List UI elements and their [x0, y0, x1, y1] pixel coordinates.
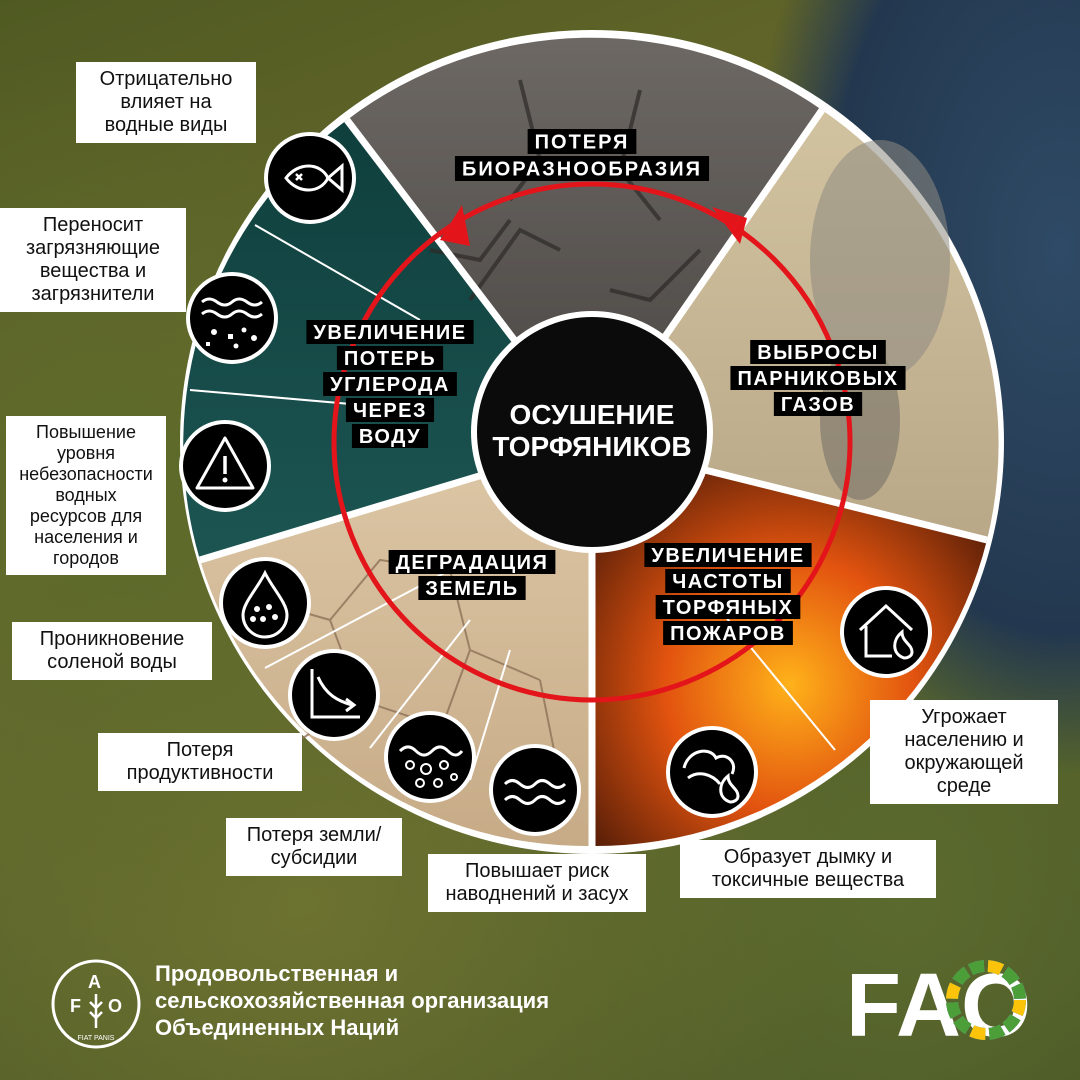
fish-icon: [264, 132, 356, 224]
segment-label-bg: [644, 543, 812, 567]
emblem-letter-o: O: [108, 996, 122, 1016]
callout-threat: Угрожает населению и окружающей среде: [870, 700, 1058, 804]
house-fire-icon: [840, 586, 932, 678]
callout-haze: Образует дымку и токсичные вещества: [680, 840, 936, 898]
segment-label-carbon-water-line5: ВОДУ: [359, 426, 421, 448]
org-name-line2: сельскохозяйственная организация: [155, 988, 550, 1013]
salt-drop-icon: [219, 557, 311, 649]
segment-label-fires-line3: ТОРФЯНЫХ: [663, 597, 794, 619]
segment-label-emissions-line1: ВЫБРОСЫ: [757, 342, 879, 364]
warning-icon: [179, 420, 271, 512]
org-name-line1: Продовольственная и: [155, 961, 399, 986]
segment-label-bg: [663, 621, 793, 645]
segment-label-bg: [750, 340, 886, 364]
callout-water-insecurity: Повышение уровня небезопасности водных р…: [6, 416, 166, 575]
callout-productivity: Потеря продуктивности: [98, 733, 302, 791]
fao-sdg-logo: FAO: [846, 958, 1031, 1042]
cycle-arrowhead-left: [440, 205, 470, 246]
segment-labels: ПОТЕРЯ БИОРАЗНООБРАЗИЯ ВЫБРОСЫ ПАРНИКОВЫХ ГА…: [306, 129, 906, 645]
segment-label-bg: [730, 366, 906, 390]
organization-name: Продовольственная и сельскохозяйственная…: [155, 960, 549, 1041]
segment-label-carbon-water-line4: ЧЕРЕЗ: [353, 400, 427, 422]
cycle-ring: [331, 181, 853, 703]
soil-loss-icon: [384, 711, 476, 803]
emblem-letter-f: F: [70, 996, 81, 1016]
segment-label-fires-line2: ЧАСТОТЫ: [672, 571, 784, 593]
callout-pollutants: Переносит загрязняющие вещества и загряз…: [0, 208, 186, 312]
segment-degradation-photo: [200, 442, 592, 847]
center-title-line2: ТОРФЯНИКОВ: [492, 431, 691, 462]
segment-label-bg: [388, 550, 556, 574]
segment-label-bg: [306, 320, 474, 344]
segment-label-bg: [454, 156, 710, 181]
org-name-line3: Объединенных Наций: [155, 1015, 400, 1040]
segment-label-emissions-line3: ГАЗОВ: [781, 394, 855, 416]
segment-label-bg: [336, 346, 444, 370]
segment-label-bg: [418, 576, 526, 600]
declining-chart-icon: [288, 649, 380, 741]
segment-label-bg: [345, 398, 435, 422]
segment-label-degradation-line1: ДЕГРАДАЦИЯ: [396, 552, 549, 574]
fao-emblem: F A O FIAT PANIS: [51, 959, 141, 1049]
segment-label-emissions-line2: ПАРНИКОВЫХ: [737, 368, 898, 390]
segment-label-bg: [665, 569, 791, 593]
center-circle: [471, 311, 713, 553]
callout-land-subsidy: Потеря земли/ субсидии: [226, 818, 402, 876]
segment-label-carbon-water-line3: УГЛЕРОДА: [330, 374, 450, 396]
segment-label-carbon-water-line1: УВЕЛИЧЕНИЕ: [313, 322, 466, 344]
callout-flood-drought: Повышает риск наводнений и засух: [428, 854, 646, 912]
segment-label-degradation-line2: ЗЕМЕЛЬ: [425, 578, 518, 600]
segment-label-fires-line1: УВЕЛИЧЕНИЕ: [651, 545, 804, 567]
callout-salt-water: Проникновение соленой воды: [12, 622, 212, 680]
segment-label-carbon-water-line2: ПОТЕРЬ: [344, 348, 436, 370]
sdg-wheel-icon: [946, 960, 1026, 1040]
segment-label-bg: [655, 595, 801, 619]
segment-label-bg: [323, 372, 457, 396]
segment-biodiversity-photo: [347, 37, 822, 443]
emblem-motto: FIAT PANIS: [78, 1035, 115, 1042]
waves-icon: [489, 744, 581, 836]
center-title-line1: ОСУШЕНИЕ: [510, 399, 675, 430]
segment-label-biodiversity-line2: БИОРАЗНООБРАЗИЯ: [462, 159, 702, 181]
segment-label-fires-line4: ПОЖАРОВ: [670, 623, 786, 645]
segment-label-bg: [773, 392, 863, 416]
emblem-letter-a: A: [88, 972, 101, 992]
fao-logo-text: FAO: [846, 958, 1031, 1042]
cycle-arrowhead-right: [712, 207, 747, 244]
callout-aquatic-species: Отрицательно влияет на водные виды: [76, 62, 256, 143]
water-pollutants-icon: [186, 272, 278, 364]
segment-label-bg: [527, 129, 637, 154]
segment-label-biodiversity-line1: ПОТЕРЯ: [535, 132, 630, 154]
smoke-fire-icon: [666, 726, 758, 818]
segment-label-bg: [351, 424, 429, 448]
